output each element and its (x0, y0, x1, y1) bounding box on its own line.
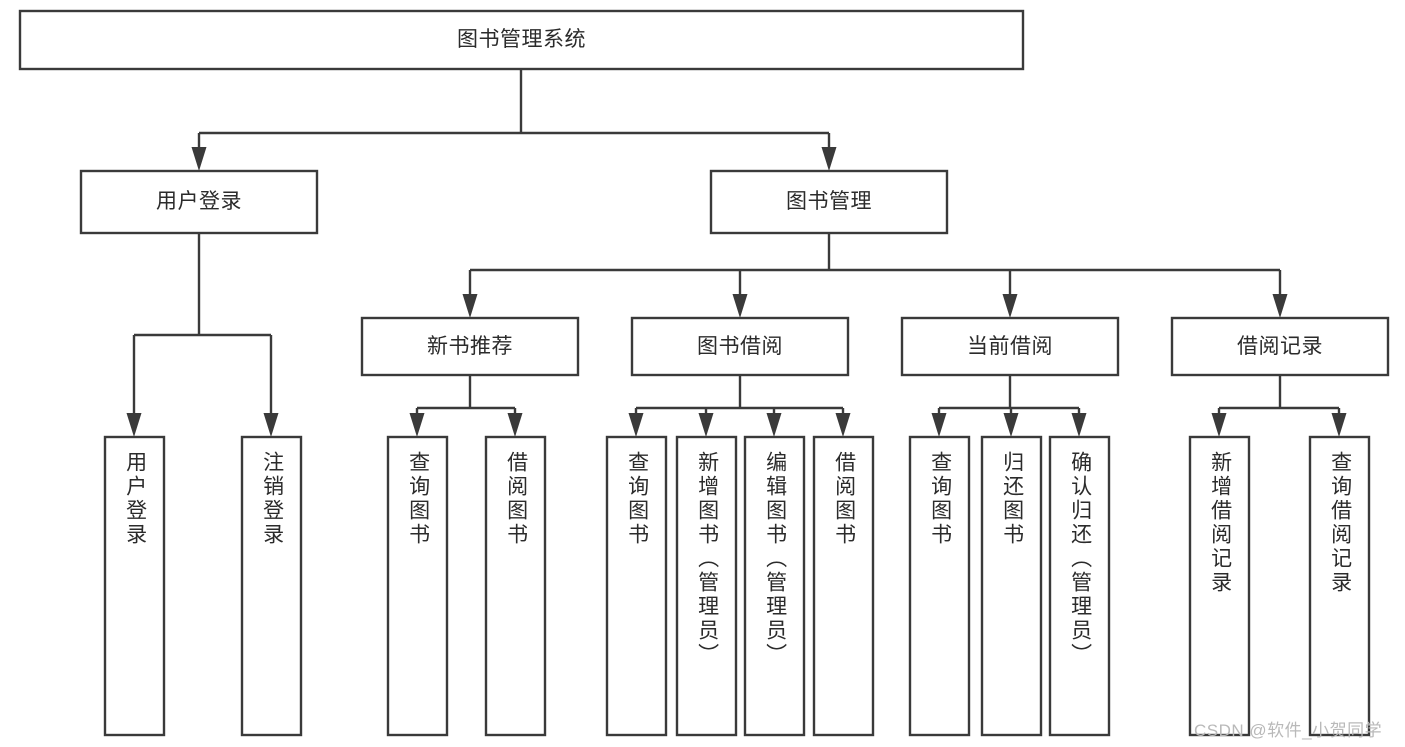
node-box-root (18, 9, 1025, 71)
arrow-leaf-query-record-head (1331, 413, 1347, 437)
arrow-leaf-borrow-book-2-head (835, 413, 851, 437)
arrow-user-login-head (191, 147, 207, 171)
csdn-watermark: CSDN @软件_小贺同学 (1194, 721, 1383, 740)
arrow-leaf-add-book-head (698, 413, 714, 437)
node-box-new-book-rec (360, 316, 580, 377)
arrow-current-borrow-head (1002, 294, 1018, 318)
node-box-book-borrow (630, 316, 850, 377)
arrow-leaf-user-login-head (126, 413, 142, 437)
arrow-borrow-record-head (1272, 294, 1288, 318)
arrow-leaf-query-book-3-head (931, 413, 947, 437)
node-box-leaf-user-login (103, 435, 166, 737)
node-box-leaf-query-book-1 (386, 435, 449, 737)
arrow-leaf-confirm-return-head (1071, 413, 1087, 437)
node-box-leaf-return-book (980, 435, 1043, 737)
arrow-leaf-query-book-2-head (628, 413, 644, 437)
node-box-leaf-query-book-3 (908, 435, 971, 737)
arrow-book-manage-head (821, 147, 837, 171)
node-box-leaf-query-record (1308, 435, 1371, 737)
arrow-book-borrow-head (732, 294, 748, 318)
node-box-leaf-add-book (675, 435, 738, 737)
node-box-leaf-confirm-return (1048, 435, 1111, 737)
arrow-new-book-rec-head (462, 294, 478, 318)
arrow-leaf-edit-book-head (766, 413, 782, 437)
node-box-book-manage (709, 169, 949, 235)
arrow-leaf-return-book-head (1003, 413, 1019, 437)
node-box-leaf-borrow-book-2 (812, 435, 875, 737)
arrow-leaf-query-book-1-head (409, 413, 425, 437)
node-box-leaf-borrow-book-1 (484, 435, 547, 737)
arrow-leaf-borrow-book-1-head (507, 413, 523, 437)
node-box-current-borrow (900, 316, 1120, 377)
box-layer (18, 9, 1390, 737)
node-box-leaf-query-book-2 (605, 435, 668, 737)
node-box-leaf-logout (240, 435, 303, 737)
arrow-leaf-add-record-head (1211, 413, 1227, 437)
arrow-layer (126, 147, 1347, 437)
node-box-leaf-add-record (1188, 435, 1251, 737)
node-box-borrow-record (1170, 316, 1390, 377)
node-box-user-login (79, 169, 319, 235)
arrow-leaf-logout-head (263, 413, 279, 437)
node-box-leaf-edit-book (743, 435, 806, 737)
